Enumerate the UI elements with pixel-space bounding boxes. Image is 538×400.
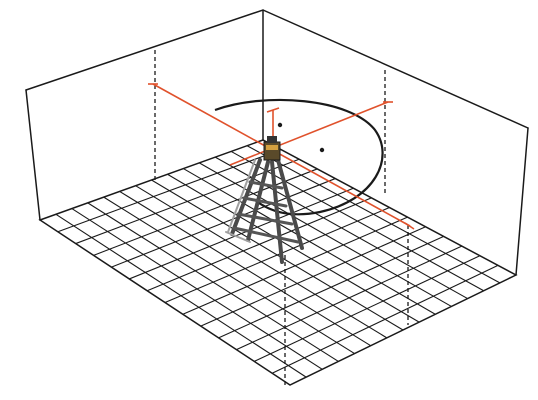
laser-mark-right	[404, 222, 415, 230]
floor-grid-line	[111, 178, 336, 268]
center-dot	[277, 122, 283, 128]
laser-device-icon	[263, 136, 281, 161]
stepladder-icon	[225, 158, 304, 264]
laser-line-horizontal	[152, 83, 411, 227]
plumb-lines	[154, 50, 409, 385]
floor-grid-line	[182, 216, 408, 315]
floor-grid-line	[146, 197, 372, 292]
laser-mark-top	[266, 107, 280, 113]
room-walls	[25, 9, 529, 276]
back-wall-top-left	[25, 9, 529, 129]
floor-grid-line	[164, 206, 390, 304]
floor-outline	[38, 139, 518, 386]
floor-grid-line	[129, 187, 354, 280]
floor-grid-line	[200, 226, 426, 327]
floor-grid	[55, 145, 501, 378]
back-wall-left-edge	[25, 89, 41, 221]
floor-grid-line	[218, 235, 444, 339]
back-wall-right-edge	[515, 127, 529, 276]
floor-grid-line	[271, 264, 499, 374]
floor-grid-line	[254, 255, 481, 362]
laser-line-cross	[229, 101, 389, 166]
floor-grid-line	[236, 245, 463, 351]
laser-lines	[148, 83, 415, 230]
reference-dot	[319, 147, 325, 153]
floor-grid-line	[75, 158, 300, 245]
floor-grid-line	[57, 149, 282, 233]
floor-grid-line	[93, 168, 318, 256]
